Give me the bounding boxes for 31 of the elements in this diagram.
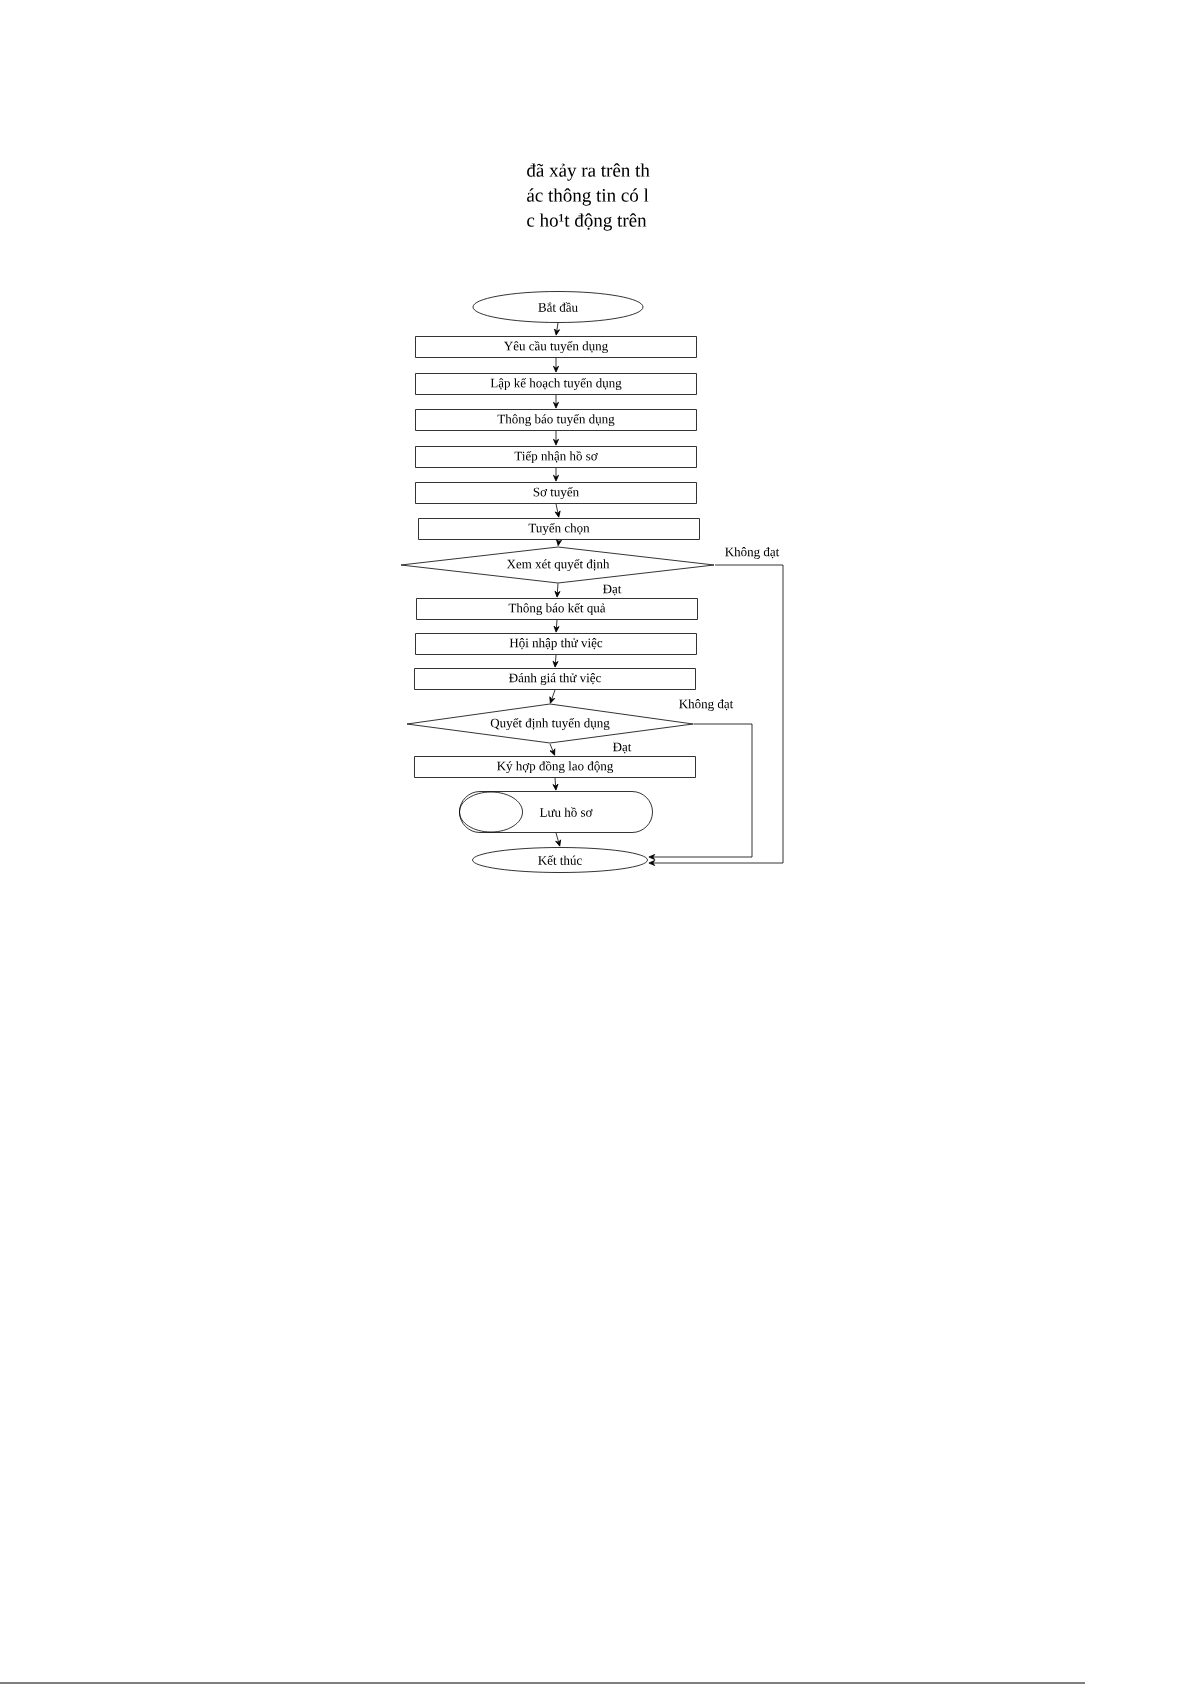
arrow (553, 619, 560, 633)
arrow (549, 743, 556, 756)
process-box: Yêu cầu tuyển dụng (415, 336, 697, 358)
process-box: Thông báo tuyển dụng (415, 409, 697, 431)
process-box: Đánh giá thử việc (414, 668, 696, 690)
arrow (553, 430, 559, 446)
edge-label: Không đạt (722, 545, 782, 561)
arrow (554, 322, 560, 336)
edge-label: Đạt (600, 582, 624, 598)
arrow (553, 467, 559, 482)
arrow (552, 654, 559, 668)
arrow (556, 539, 562, 546)
arrow (554, 583, 561, 598)
loop-arrow (648, 723, 753, 860)
process-box: Tuyển chọn (418, 518, 700, 540)
arrow (553, 394, 559, 409)
arrow (549, 689, 556, 704)
arrow (552, 777, 559, 791)
process-box: Tiếp nhận hồ sơ (415, 446, 697, 468)
arrow (554, 503, 561, 518)
text-line: c ho¹t động trên (527, 213, 647, 231)
process-box: Thông báo kết quả (416, 598, 698, 620)
arrow (553, 357, 559, 373)
process-box: Ký hợp đồng lao động (414, 756, 696, 778)
process-box: Lập kế hoạch tuyển dụng (415, 373, 697, 395)
arrow (555, 832, 561, 847)
text-line: đã xảy ra trên th (527, 163, 650, 181)
process-box: Hội nhập thử việc (415, 633, 697, 655)
loop-arrow (648, 564, 784, 866)
process-box: Sơ tuyển (415, 482, 697, 504)
text-line: ác thông tin có l (527, 188, 649, 206)
